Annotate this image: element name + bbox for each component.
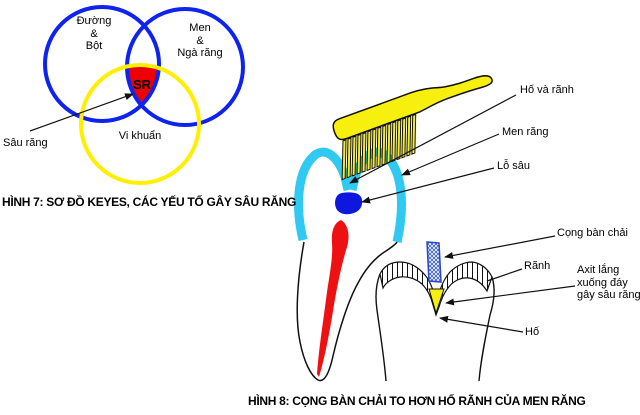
inset-acid-triangle [428, 288, 445, 315]
pointer-pits-fissures [349, 94, 517, 184]
venn-label-line: Bột [85, 40, 103, 52]
venn-label-line: Men [189, 22, 211, 34]
tooth-pulp [317, 220, 349, 377]
label-pit: Hố [525, 326, 540, 338]
toothbrush-handle [332, 75, 493, 141]
root-outline [296, 241, 398, 382]
toothbrush-bristles [341, 113, 417, 181]
venn-circle-sugar-starch [43, 5, 161, 123]
label-acid: Axit lắng xuống đáy gây sâu răng [577, 264, 640, 302]
figure8-caption: HÌNH 8: CỌNG BÀN CHẢI TO HƠN HỐ RÃNH CỦA… [248, 394, 586, 408]
inset-tooth-left-side [375, 273, 387, 382]
venn-label-sugar-starch: Đường & Bột [64, 15, 124, 53]
figure8-pointers [349, 94, 576, 333]
figure7-caption: HÌNH 7: SƠ ĐỒ KEYES, CÁC YẾU TỐ GÂY SÂU … [2, 195, 296, 209]
label-acid-line: Axit lắng [577, 264, 620, 276]
venn-label-line: & [196, 34, 204, 47]
label-pits-fissures: Hố và rãnh [520, 84, 574, 96]
caries-pointer-label: Sâu răng [3, 137, 48, 149]
toothbrush [332, 75, 493, 181]
label-fissure: Rãnh [524, 260, 551, 272]
tooth-figure [294, 147, 406, 382]
venn-label-line: Đường [76, 15, 112, 27]
caries-pointer-line [29, 93, 134, 132]
venn-label-bacteria: Vi khuẩn [118, 130, 162, 142]
inset-tooth-right-side [478, 276, 495, 382]
venn-circle-bacteria [79, 63, 201, 185]
label-enamel: Men răng [502, 126, 549, 138]
venn-label-enamel-dentin: Men & Ngà răng [168, 22, 232, 60]
enamel-left-lobe [294, 147, 353, 242]
pointer-enamel [401, 133, 500, 176]
keyes-venn-diagram [29, 5, 245, 185]
label-acid-line: xuống đáy [577, 276, 628, 289]
label-bristle: Cọng bàn chải [557, 227, 628, 239]
pointer-cavity [361, 167, 495, 204]
fissure-inset [375, 241, 495, 382]
label-acid-line: gây sâu răng [577, 289, 640, 301]
inset-bristle [426, 241, 442, 283]
pointer-fissure [486, 268, 523, 282]
venn-label-line: & [90, 27, 98, 40]
label-cavity: Lỗ sâu [497, 160, 531, 172]
pointer-pit [439, 315, 524, 333]
inset-enamel-hatch-band [379, 261, 493, 317]
pointer-acid [445, 285, 576, 306]
pointer-bristle [444, 235, 556, 259]
venn-label-line: Ngà răng [177, 47, 223, 59]
tooth-cavity-spot [335, 192, 363, 215]
venn-intersection-label: SR [133, 77, 152, 92]
